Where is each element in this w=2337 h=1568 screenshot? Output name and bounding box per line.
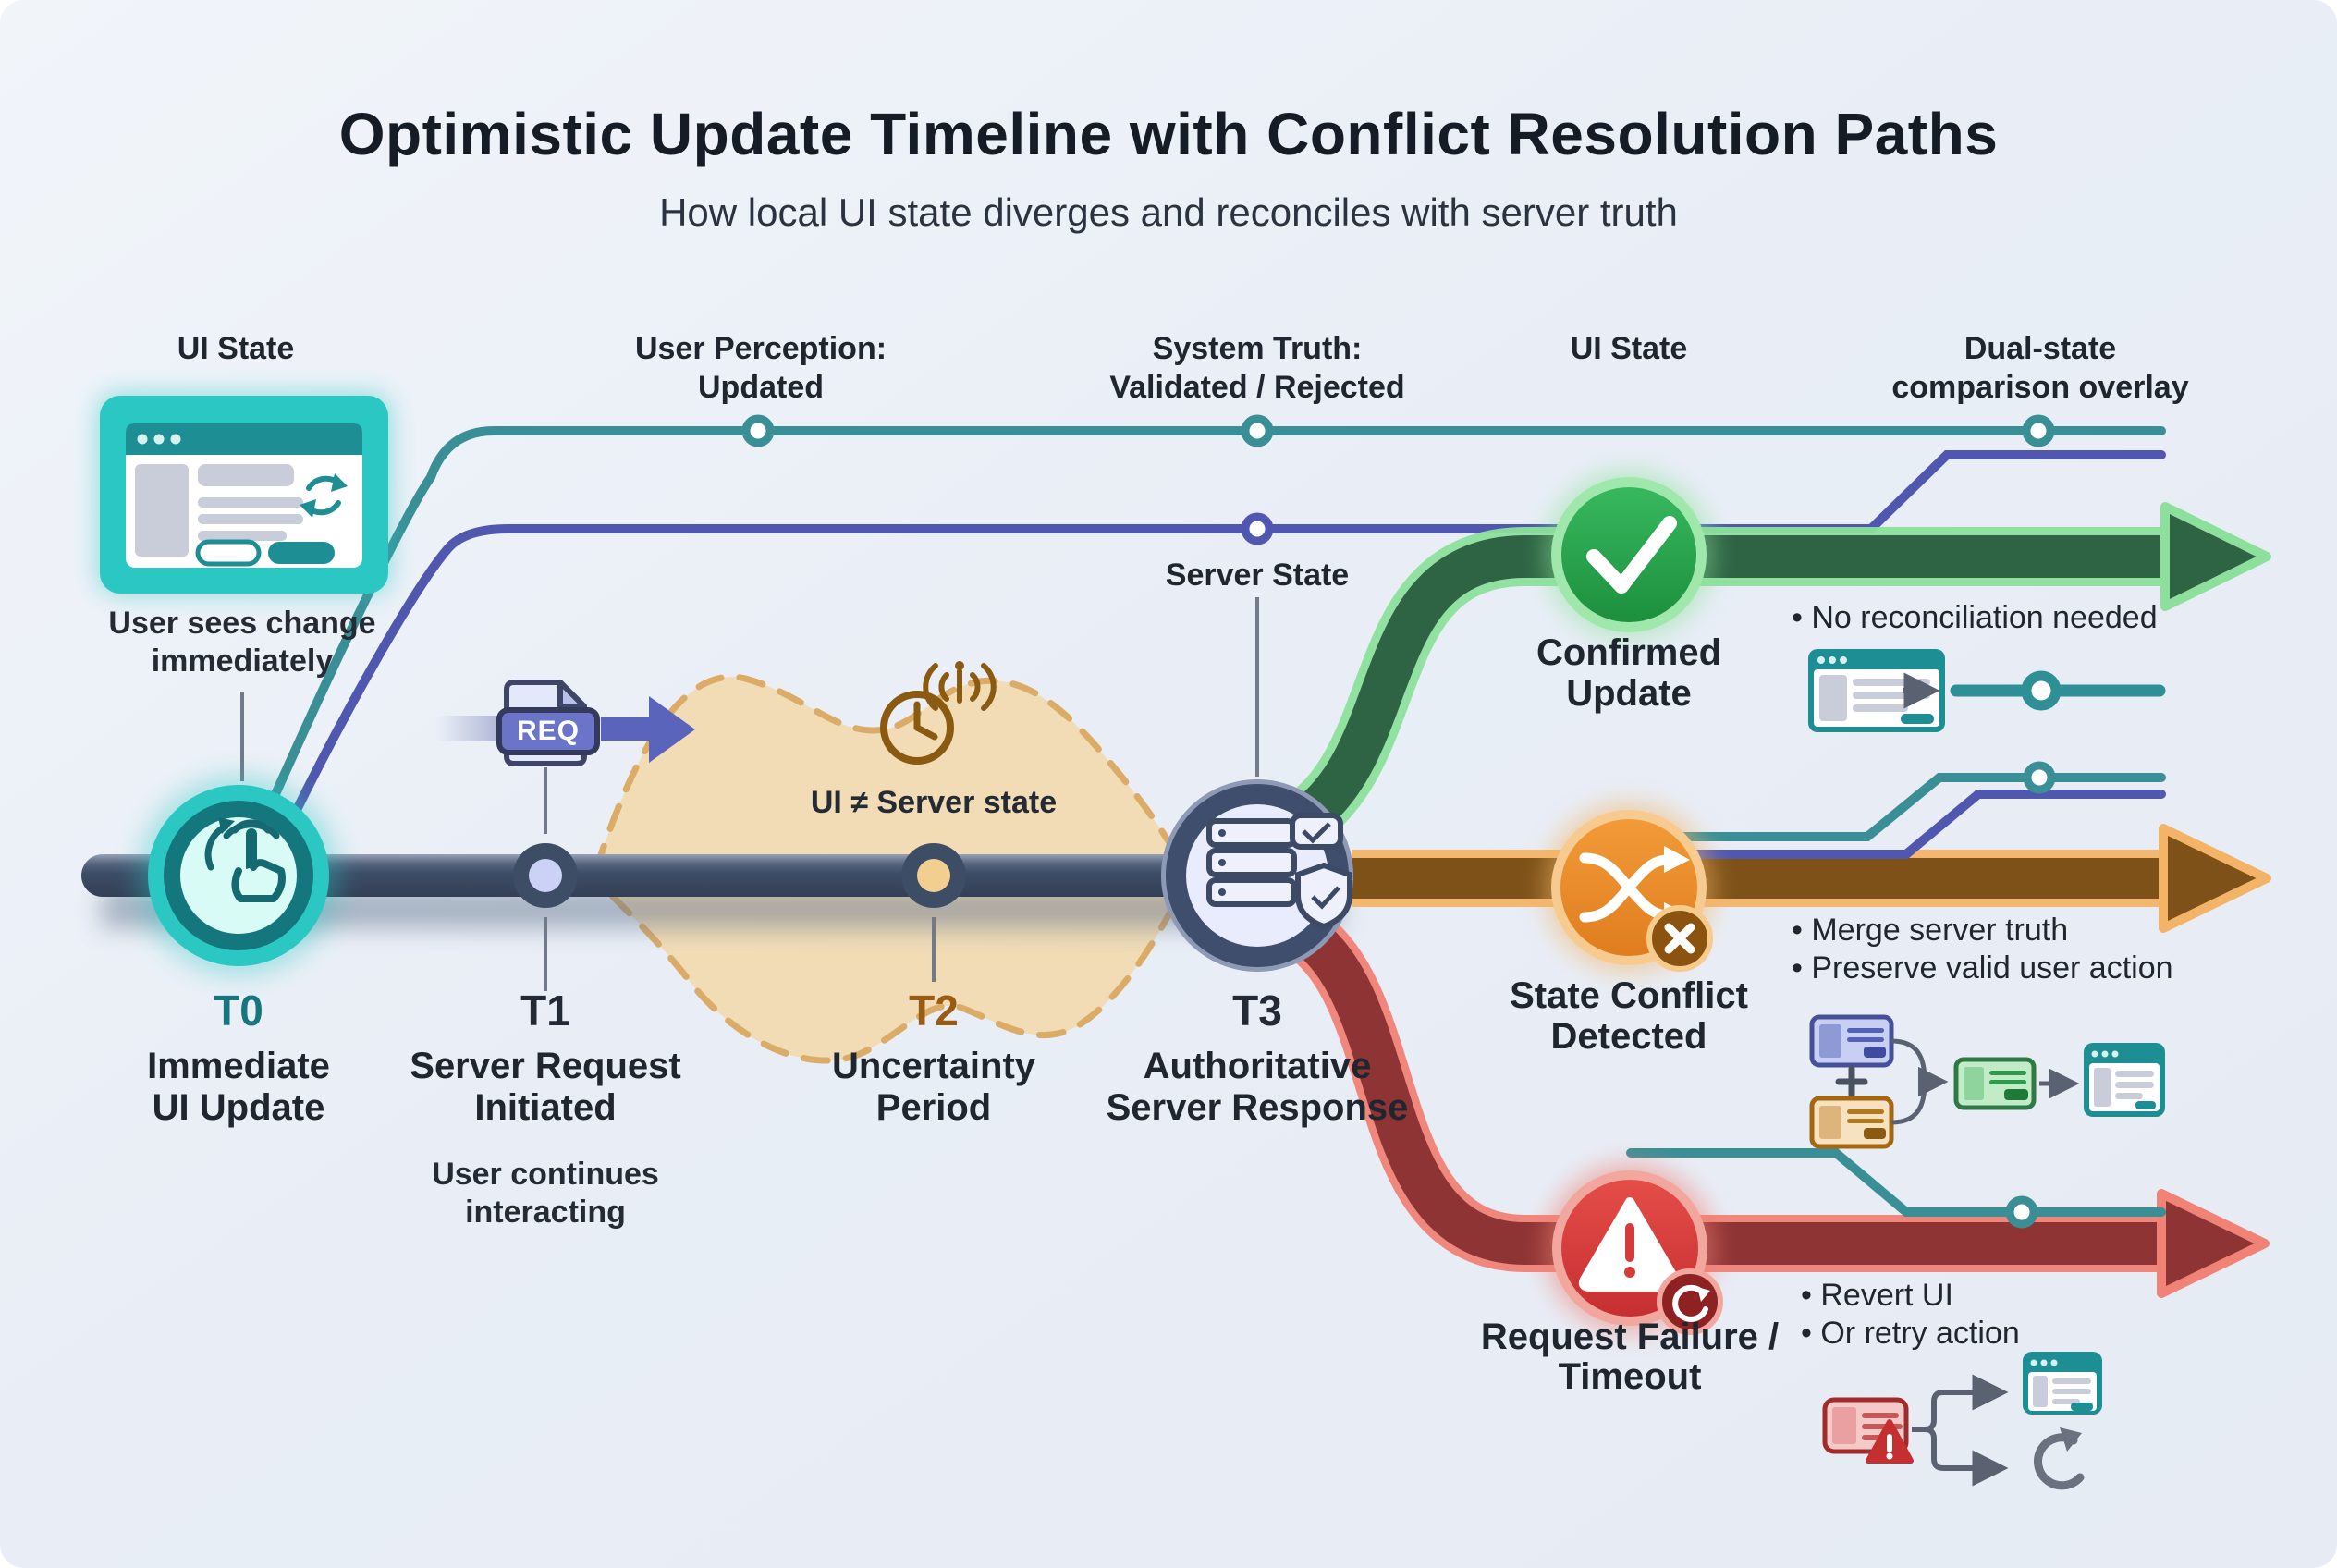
t0-note: User sees change — [108, 606, 376, 641]
t2-id: T2 — [909, 986, 959, 1035]
t3-title-2: Server Response — [1106, 1087, 1409, 1128]
truth-node — [1241, 512, 1274, 545]
failure-recovery-diagram — [1822, 1352, 2102, 1490]
failure-mini-browser — [2023, 1352, 2102, 1415]
label-dual-state-2: comparison overlay — [1891, 370, 2189, 405]
refresh-icon — [300, 473, 348, 518]
merged-card — [1953, 1057, 2037, 1110]
conflict-shuffle-circle — [1544, 802, 1714, 973]
server-stack-icon — [1206, 813, 1352, 930]
t3-server-circle — [1161, 779, 1353, 972]
confirmed-bullet-1: • No reconciliation needed — [1792, 600, 2158, 635]
perception-node-3 — [2022, 414, 2055, 447]
t3-id: T3 — [1232, 986, 1282, 1035]
conflict-mini-browser — [2084, 1043, 2165, 1117]
main-timeline-bar — [81, 854, 1352, 897]
check-icon — [1586, 516, 1677, 594]
label-user-perception: User Perception: — [634, 331, 887, 366]
x-icon — [1664, 923, 1695, 954]
failure-title-2: Timeout — [1558, 1356, 1702, 1397]
t0-tap-circle — [137, 774, 340, 977]
ui-state-browser-icon — [96, 392, 392, 595]
confirmed-check-circle — [1544, 470, 1714, 640]
failure-bullet-1: • Revert UI — [1801, 1278, 1953, 1313]
server-card — [1809, 1096, 1894, 1149]
t0-title-2: UI Update — [152, 1087, 325, 1128]
conflict-overlay-lines — [1659, 761, 2166, 859]
t2-node — [901, 843, 966, 908]
req-badge-label: REQ — [516, 716, 581, 746]
t2-note: UI ≠ Server state — [810, 785, 1058, 820]
failure-title: Request Failure / — [1480, 1317, 1780, 1357]
mini-warning-icon — [1866, 1419, 1914, 1464]
retry-arrow — [1912, 1427, 2009, 1487]
t0-title: Immediate — [147, 1046, 330, 1086]
user-perception-line — [267, 426, 2166, 807]
request-arrow — [601, 696, 695, 763]
signal-icon — [923, 661, 997, 711]
conflict-title: State Conflict — [1510, 975, 1748, 1016]
page-title: Optimistic Update Timeline with Conflict… — [338, 101, 1999, 167]
perception-node-2 — [1241, 414, 1274, 447]
system-truth-line — [288, 450, 2166, 824]
conflict-bullet-1: • Merge server truth — [1792, 913, 2069, 948]
retry-loop-icon — [2034, 1427, 2085, 1490]
label-ui-state-left: UI State — [177, 331, 295, 366]
failure-warning-circle — [1545, 1163, 1723, 1335]
t0-id: T0 — [214, 986, 263, 1035]
request-document-icon — [496, 680, 600, 766]
t1-id: T1 — [520, 986, 570, 1035]
t0-note-2: immediately — [151, 643, 334, 679]
t1-note: User continues — [432, 1157, 659, 1192]
conflict-title-2: Detected — [1550, 1016, 1707, 1057]
failure-bullet-2: • Or retry action — [1801, 1316, 2020, 1351]
label-ui-state-right: UI State — [1570, 331, 1688, 366]
page-subtitle: How local UI state diverges and reconcil… — [659, 190, 1678, 234]
retry-badge-icon — [1672, 1284, 1710, 1322]
confirmed-mini-browser — [1808, 649, 1945, 732]
label-system-truth: System Truth: — [1152, 331, 1363, 366]
conflict-branch-band — [1352, 824, 2271, 933]
perception-node — [741, 414, 775, 447]
conflict-bullet-2: • Preserve valid user action — [1792, 950, 2173, 986]
merge-brace — [1890, 1038, 1927, 1125]
t2-title-2: Period — [875, 1087, 992, 1128]
t2-title: Uncertainty — [831, 1046, 1036, 1086]
connector-lines — [240, 597, 1259, 991]
t1-title-2: Initiated — [474, 1087, 617, 1128]
t1-note-2: interacting — [465, 1194, 626, 1230]
failure-branch-band — [1287, 910, 2270, 1298]
conflict-merge-diagram — [1809, 1014, 2165, 1149]
label-server-state: Server State — [1165, 557, 1350, 593]
confirmed-mini-slider — [1950, 670, 2166, 711]
label-user-perception-2: Updated — [698, 370, 824, 405]
retry-badge — [1657, 1268, 1723, 1335]
confirmed-title: Confirmed — [1536, 632, 1721, 673]
plus-icon — [1835, 1065, 1868, 1098]
t1-title: Server Request — [410, 1046, 681, 1086]
label-dual-state: Dual-state — [1964, 331, 2117, 366]
failed-card — [1822, 1397, 1914, 1464]
local-card — [1809, 1014, 1894, 1068]
latency-clock-icon — [880, 691, 954, 765]
failure-overlay-line — [1626, 1148, 2166, 1229]
tap-gesture-icon — [204, 817, 286, 902]
revert-arrow — [1912, 1374, 2009, 1432]
confirmed-branch-band — [1287, 502, 2271, 843]
label-system-truth-2: Validated / Rejected — [1109, 370, 1405, 405]
confirmed-title-2: Update — [1566, 673, 1692, 714]
t3-title: Authoritative — [1143, 1046, 1372, 1086]
t1-node — [513, 843, 578, 908]
